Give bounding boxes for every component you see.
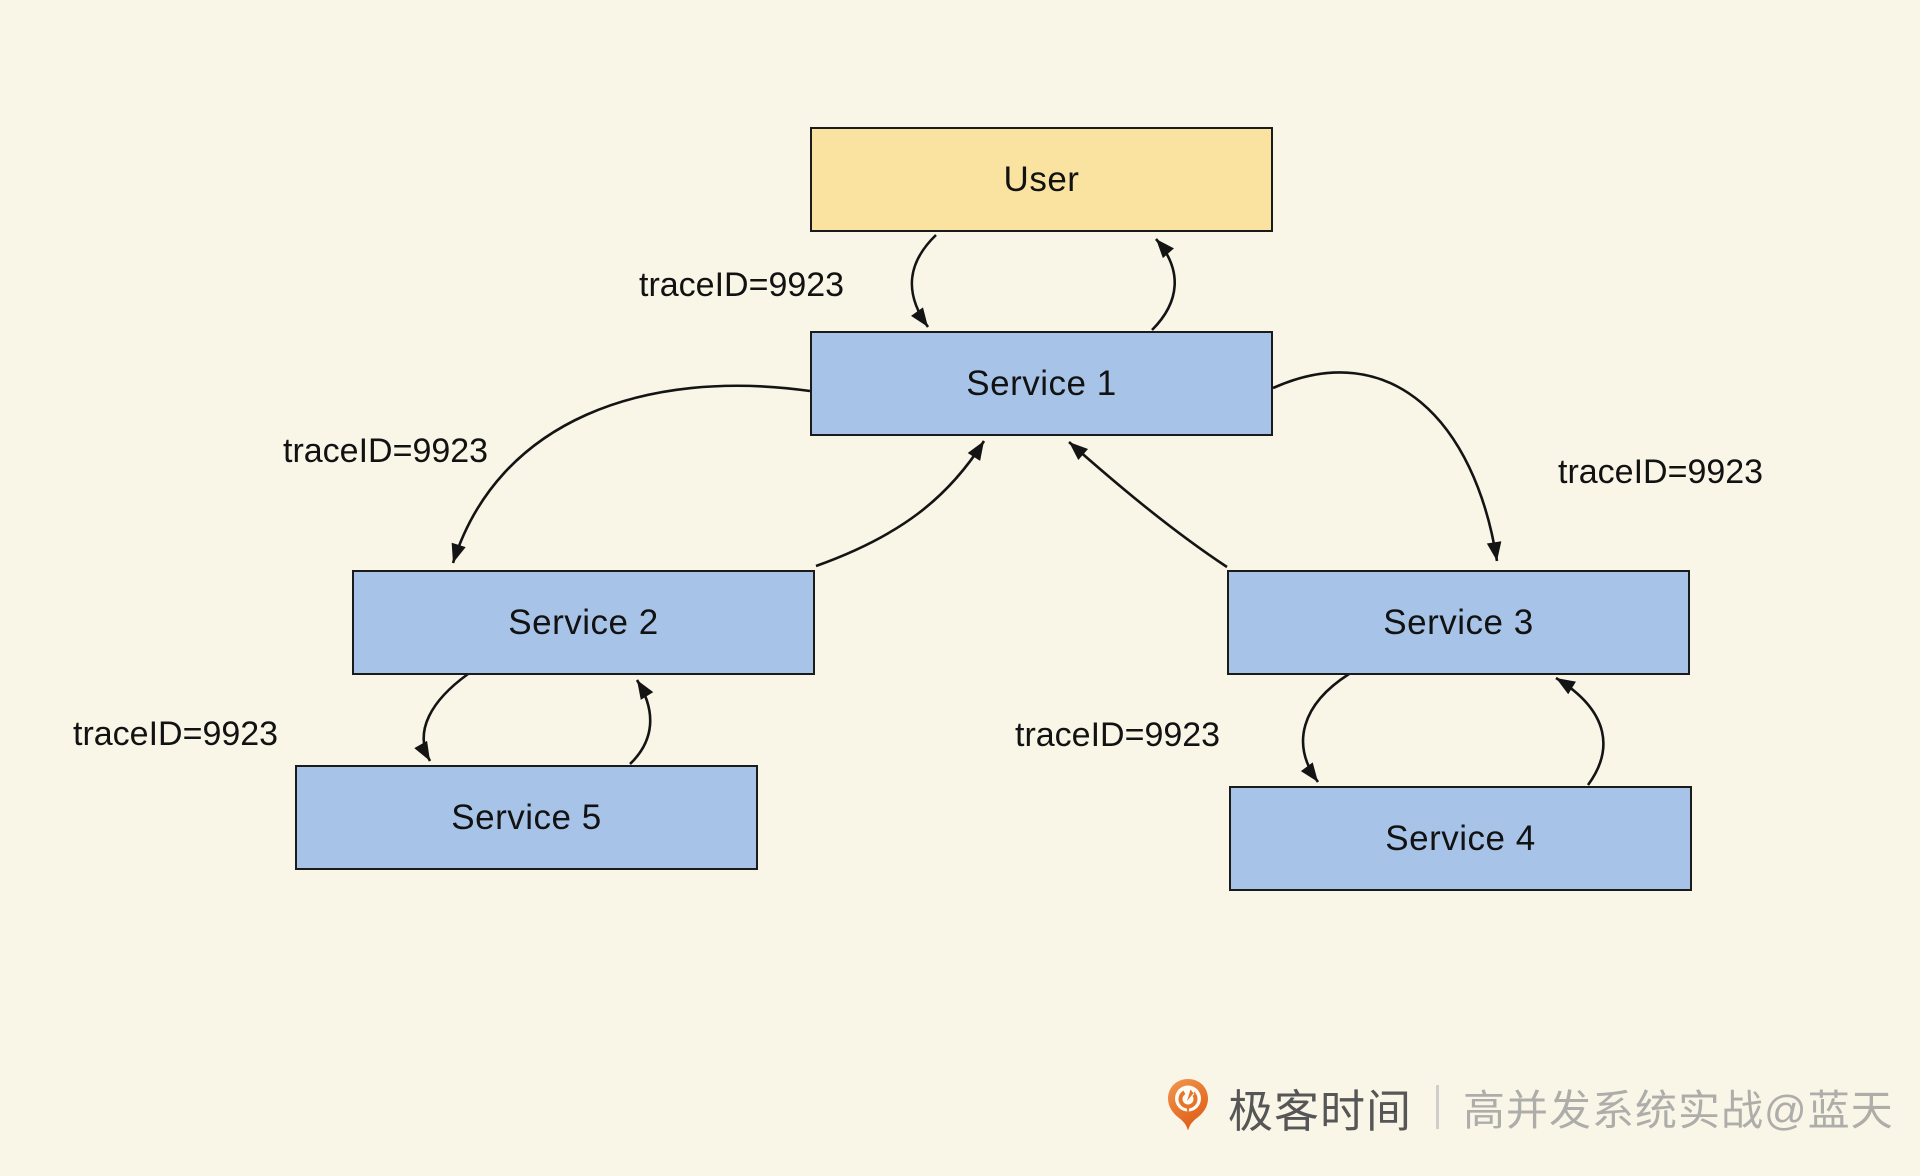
arrow-user-to-service1 xyxy=(910,234,937,328)
arrow-service1-to-user xyxy=(1151,238,1176,331)
watermark-subtitle-text: 高并发系统实战@蓝天 xyxy=(1463,1086,1894,1134)
arrow-service3-to-service4 xyxy=(1300,672,1350,783)
arrow-service4-to-service3 xyxy=(1555,676,1605,786)
arrow-service2-to-service1 xyxy=(815,440,986,568)
trace-label-user-service1: traceID=9923 xyxy=(639,266,845,304)
geektime-logo-icon xyxy=(1168,1079,1208,1131)
node-service-2-label: Service 2 xyxy=(508,602,659,642)
node-service-5-label: Service 5 xyxy=(451,797,602,837)
node-user: User xyxy=(810,127,1273,232)
trace-label-service3-service4: traceID=9923 xyxy=(1015,716,1221,754)
arrow-service1-to-service2 xyxy=(451,384,811,564)
node-service-5: Service 5 xyxy=(295,765,758,870)
trace-label-service1-service3: traceID=9923 xyxy=(1558,453,1764,491)
arrow-service2-to-service5 xyxy=(414,672,469,762)
trace-label-service2-service5: traceID=9923 xyxy=(73,715,279,753)
watermark-brand-text: 极客时间 xyxy=(1228,1085,1413,1137)
arrow-service5-to-service2 xyxy=(629,679,654,765)
watermark: 极客时间 高并发系统实战@蓝天 xyxy=(1166,1076,1894,1138)
node-service-1: Service 1 xyxy=(810,331,1273,436)
watermark-separator xyxy=(1436,1085,1440,1129)
node-service-4-label: Service 4 xyxy=(1385,818,1536,858)
node-service-3-label: Service 3 xyxy=(1383,602,1534,642)
node-service-4: Service 4 xyxy=(1229,786,1692,891)
node-service-2: Service 2 xyxy=(352,570,815,675)
node-user-label: User xyxy=(1003,159,1080,199)
arrow-service3-to-service1 xyxy=(1068,441,1228,569)
trace-label-service1-service2: traceID=9923 xyxy=(283,432,489,470)
arrow-service1-to-service3 xyxy=(1272,371,1502,562)
node-service-1-label: Service 1 xyxy=(966,363,1117,403)
node-service-3: Service 3 xyxy=(1227,570,1690,675)
